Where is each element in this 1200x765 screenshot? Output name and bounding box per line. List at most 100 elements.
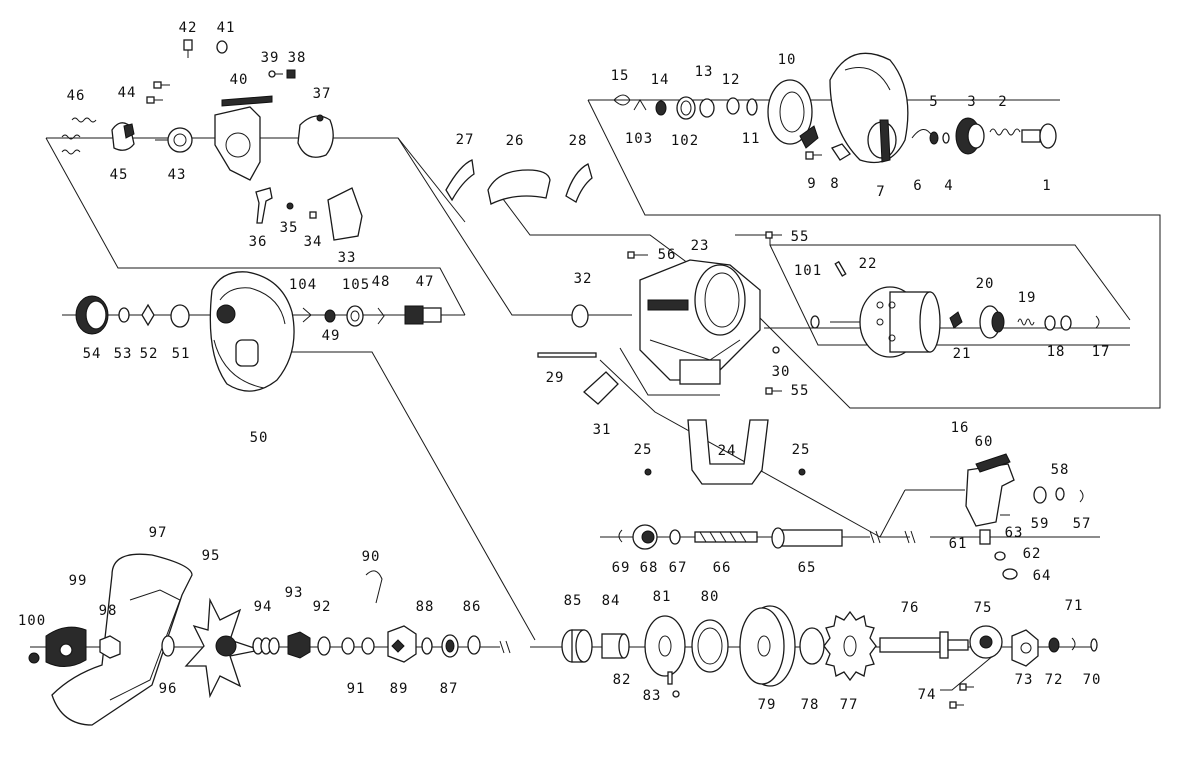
parts-34-36 [255,187,363,241]
callout-30: 30 [772,364,791,380]
pinion-47 [404,305,442,325]
collar-102 [676,96,696,120]
handle-97 [51,553,193,726]
callout-52: 52 [140,346,159,362]
ring-54 [75,295,109,335]
callout-22: 22 [859,256,878,272]
callout-53: 53 [114,346,133,362]
callout-43: 43 [168,167,187,183]
callout-75: 75 [974,600,993,616]
screws-44 [146,81,170,104]
callout-84: 84 [602,593,621,609]
pin-39-spring-38 [268,69,296,79]
gear-68 [632,524,658,550]
callout-71: 71 [1065,598,1084,614]
callout-63: 63 [1005,525,1024,541]
clip-103 [633,99,647,111]
callout-79: 79 [758,697,777,713]
callout-86: 86 [463,599,482,615]
bearing-49 [324,309,336,323]
clip-6 [911,129,933,139]
bearing-72 [1048,637,1060,653]
nut-3 [955,117,985,155]
spring-2 [989,128,1021,136]
clip-48 [377,307,385,325]
plate-43 [155,127,193,153]
callout-9: 9 [807,176,816,192]
screw-42 [183,39,193,58]
callout-62: 62 [1023,546,1042,562]
callout-97: 97 [149,525,168,541]
knob-1 [1021,123,1057,149]
callout-70: 70 [1083,672,1102,688]
clip-28 [565,163,593,203]
callout-55a: 55 [791,229,810,245]
callout-37: 37 [313,86,332,102]
callout-102: 102 [671,133,699,149]
washer-11 [746,98,758,116]
callout-17: 17 [1092,344,1111,360]
worm-66 [694,531,758,543]
callout-48: 48 [372,274,391,290]
gear-75 [969,625,1003,659]
callout-80: 80 [701,589,720,605]
callout-1: 1 [1042,178,1051,194]
callout-74: 74 [918,687,937,703]
callout-labels: 1234567891011121314151617181920212223242… [18,20,1111,713]
tube-65 [771,527,843,549]
callout-27: 27 [456,132,475,148]
star-drag-95 [184,597,263,699]
washer-53 [118,307,130,323]
ring-101 [810,315,820,329]
parts-62-64 [994,551,1018,580]
washer-80 [691,619,729,673]
callout-92: 92 [313,599,332,615]
callout-95: 95 [202,548,221,564]
callout-72: 72 [1045,672,1064,688]
callout-56: 56 [658,247,677,263]
callout-23: 23 [691,238,710,254]
pin-29 [537,352,597,358]
callout-91: 91 [347,681,366,697]
callout-25b: 25 [792,442,811,458]
callout-82: 82 [613,672,632,688]
callout-20: 20 [976,276,995,292]
cover-7 [829,52,909,164]
bearing-20b [979,305,1005,339]
washer-86 [467,635,481,655]
callout-13: 13 [695,64,714,80]
callout-61: 61 [949,536,968,552]
washer-41 [216,40,228,54]
callout-14: 14 [651,72,670,88]
washer-70 [1090,638,1098,652]
callout-49: 49 [322,328,341,344]
pawl-61-63 [979,514,1010,545]
bearing-87 [441,634,459,658]
callout-41: 41 [217,20,236,36]
bushing-84 [601,633,630,659]
callout-93: 93 [285,585,304,601]
callout-6: 6 [913,178,922,194]
callout-90: 90 [362,549,381,565]
washer-88 [421,637,433,655]
callout-78: 78 [801,697,820,713]
nut-100 [28,652,40,664]
clip-17 [1095,315,1100,329]
callout-57: 57 [1073,516,1092,532]
pin-82-83 [667,671,680,698]
spool-20 [830,286,941,358]
callout-3: 3 [967,94,976,110]
callout-35: 35 [280,220,299,236]
washer-96 [161,635,175,657]
callout-88: 88 [416,599,435,615]
callout-58: 58 [1051,462,1070,478]
callout-7: 7 [876,184,885,200]
screws-55 [765,231,782,395]
washers-18 [1044,315,1072,331]
clip-104 [302,307,312,323]
dial-10 [767,79,819,149]
callout-60: 60 [975,434,994,450]
clip-15 [613,94,631,106]
callout-64: 64 [1033,568,1052,584]
